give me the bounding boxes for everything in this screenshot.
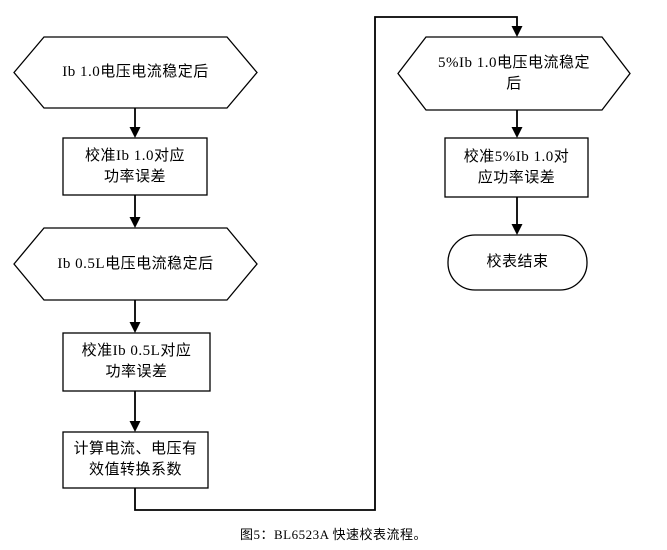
arrow-hex1-to-rect1-head — [129, 127, 141, 138]
node-calc-rms: 计算电流、电压有 效值转换系数 — [63, 432, 208, 488]
node-cal-5ib10-label-line2: 应功率误差 — [477, 169, 556, 186]
node-end-label: 校表结束 — [486, 254, 549, 270]
arrow-hex3-to-rect4-head — [511, 127, 523, 138]
connector-rect3-to-hex3-path — [134, 16, 518, 511]
node-cal-5ib10: 校准5%Ib 1.0对 应功率误差 — [445, 138, 588, 197]
hexagon-5ib10-ready-outline — [397, 36, 631, 111]
hexagon-ib10-ready-outline — [13, 36, 258, 109]
node-cal-ib10: 校准Ib 1.0对应 功率误差 — [63, 138, 207, 195]
node-end-terminator: 校表结束 — [448, 235, 587, 290]
node-calc-rms-label-line1: 计算电流、电压有 — [73, 441, 198, 457]
node-cal-5ib10-label-line1: 校准5%Ib 1.0对 — [463, 148, 570, 165]
node-ib05l-ready: Ib 0.5L电压电流稳定后 — [14, 228, 257, 300]
process-cal-ib05l-outline — [62, 332, 211, 392]
node-cal-ib10-label-line2: 功率误差 — [103, 168, 166, 185]
arrow-rect4-to-end-head — [511, 224, 523, 235]
figure-caption: 图5：BL6523A 快速校表流程。 — [239, 527, 428, 542]
node-5ib10-ready: 5%Ib 1.0电压电流稳定 后 — [398, 37, 630, 110]
node-5ib10-ready-label-line2: 后 — [506, 75, 522, 92]
connector-rect3-to-hex3-head — [511, 26, 523, 37]
node-cal-ib05l: 校准Ib 0.5L对应 功率误差 — [63, 333, 210, 391]
node-cal-ib05l-label-line1: 校准Ib 0.5L对应 — [81, 343, 192, 359]
node-cal-ib05l-label-line2: 功率误差 — [105, 364, 168, 380]
arrow-hex2-to-rect2-head — [129, 322, 141, 333]
terminator-end-outline — [447, 234, 588, 291]
node-ib10-ready: Ib 1.0电压电流稳定后 — [14, 37, 257, 108]
node-calc-rms-label-line2: 效值转换系数 — [88, 462, 182, 478]
node-cal-ib10-label-line1: 校准Ib 1.0对应 — [85, 147, 185, 164]
hexagon-ib05l-ready-outline — [13, 227, 258, 301]
arrow-rect1-to-hex2-head — [129, 217, 141, 228]
node-ib05l-ready-label: Ib 0.5L电压电流稳定后 — [57, 255, 214, 272]
node-ib10-ready-label: Ib 1.0电压电流稳定后 — [62, 64, 209, 80]
node-5ib10-ready-label-line1: 5%Ib 1.0电压电流稳定 — [438, 54, 590, 71]
arrow-rect2-to-rect3-head — [129, 421, 141, 432]
